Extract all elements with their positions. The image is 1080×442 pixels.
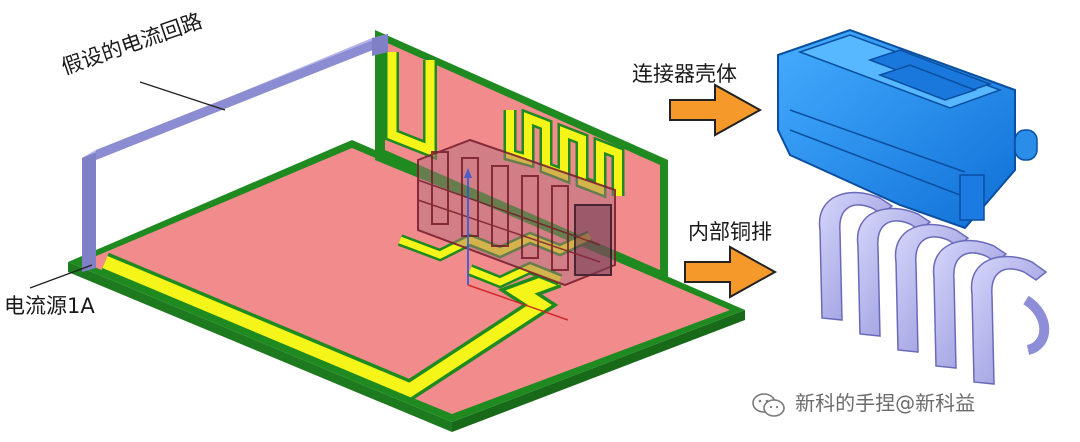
current-loop-bar [82,34,388,272]
source-label-leader [29,264,93,289]
internal-busbar-model [818,191,1050,385]
internal-busbar-label: 内部铜排 [688,220,772,244]
current-source-label: 电流源1A [4,294,95,318]
wechat-icon [752,392,786,417]
pcb-copper-trace [101,230,593,402]
loop-label-leader [139,81,226,111]
connector-housing-label: 连接器壳体 [632,62,737,86]
arrow-to-busbar [684,245,778,299]
connector-housing-model [777,28,1038,230]
watermark: 新科的手捏@新科益 [752,386,975,417]
arrow-to-housing [669,83,763,137]
connector-assembly [417,138,616,321]
watermark-text: 新科的手捏@新科益 [795,391,976,415]
pcb-board [68,140,745,432]
